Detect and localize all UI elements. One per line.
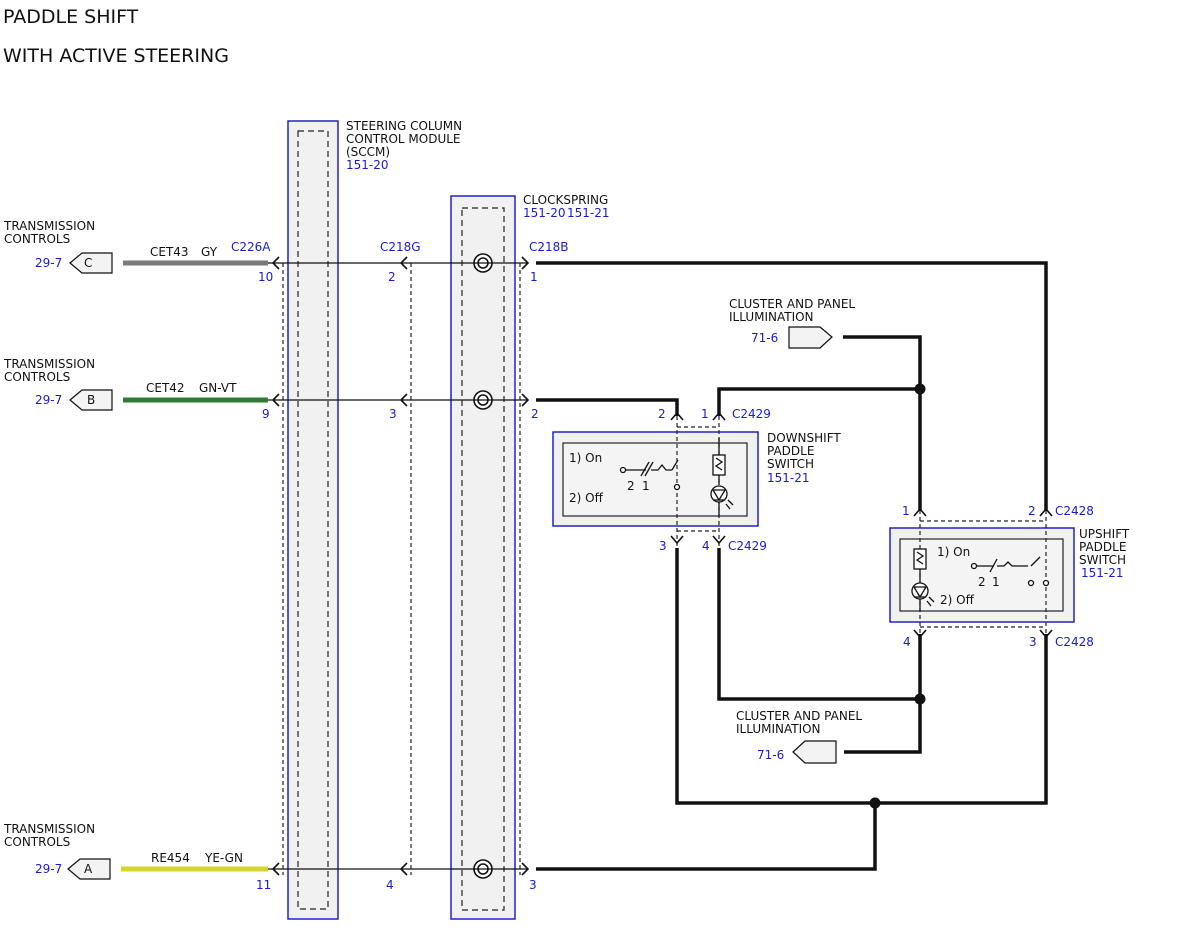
- downshift-state-off: 2) Off: [569, 491, 604, 505]
- c218g-pin-2: 2: [388, 270, 396, 284]
- title-line2: WITH ACTIVE STEERING: [3, 45, 229, 67]
- sccm-module: [282, 120, 412, 920]
- row1-pin-marker-sccm: [271, 256, 280, 270]
- tc-b-pin: B: [87, 393, 95, 407]
- sccm-name-line2: CONTROL MODULE: [346, 132, 461, 146]
- c218g-pin-3: 3: [389, 407, 397, 421]
- downshift-sw-pin2: 2: [627, 479, 635, 493]
- illum-bottom-ref[interactable]: 71-6: [757, 748, 784, 762]
- c218g-pin-4: 4: [386, 878, 394, 892]
- downshift-pin-4: 4: [702, 539, 710, 553]
- c218b-pin-3: 3: [529, 878, 537, 892]
- tc-a-label-line2: CONTROLS: [4, 835, 70, 849]
- upshift-connector-top: C2428: [1055, 504, 1094, 518]
- row3-pin-marker-c218g: [399, 862, 408, 876]
- tc-c-circuit: CET43: [150, 245, 189, 259]
- illum-bottom-line1: CLUSTER AND PANEL: [736, 709, 862, 723]
- tc-a-pin-no: 11: [256, 878, 271, 892]
- tc-c-pin: C: [84, 256, 92, 270]
- tc-b-color: GN-VT: [199, 381, 237, 395]
- upshift-pin-1: 1: [902, 504, 910, 518]
- upshift-name-line2: PADDLE: [1079, 540, 1126, 554]
- tc-b-ref[interactable]: 29-7: [35, 393, 62, 407]
- row2-pin-marker-c218g: [399, 393, 408, 407]
- c218b-label: C218B: [529, 240, 569, 254]
- upshift-name-line1: UPSHIFT: [1079, 527, 1130, 541]
- clockspring-name: CLOCKSPRING: [523, 193, 608, 207]
- illum-top-line2: ILLUMINATION: [729, 310, 814, 324]
- tc-c-color: GY: [201, 245, 218, 259]
- tc-a-ref[interactable]: 29-7: [35, 862, 62, 876]
- upshift-ref[interactable]: 151-21: [1081, 566, 1124, 580]
- c218b-pin-1: 1: [530, 270, 538, 284]
- downshift-connector-top: C2429: [732, 407, 771, 421]
- upshift-sw-pin1: 1: [992, 575, 1000, 589]
- row2-pin-marker-sccm: [271, 393, 280, 407]
- sccm-ref[interactable]: 151-20: [346, 158, 389, 172]
- tc-c-ref[interactable]: 29-7: [35, 256, 62, 270]
- illum-top-ref[interactable]: 71-6: [751, 331, 778, 345]
- upshift-sw-pin2: 2: [978, 575, 986, 589]
- harness-wires: [536, 261, 1048, 871]
- clockspring-ref2[interactable]: 151-21: [567, 206, 610, 220]
- upshift-switch: [889, 507, 1075, 639]
- upshift-state-off: 2) Off: [940, 593, 975, 607]
- tc-c-label-line2: CONTROLS: [4, 232, 70, 246]
- tc-a-connector-tag: [67, 858, 111, 880]
- tc-b-label-line1: TRANSMISSION: [3, 357, 95, 371]
- upshift-pin-3: 3: [1029, 635, 1037, 649]
- upshift-pin-4: 4: [903, 635, 911, 649]
- tc-b-circuit: CET42: [146, 381, 185, 395]
- c218g-label: C218G: [380, 240, 421, 254]
- downshift-name-line1: DOWNSHIFT: [767, 431, 841, 445]
- row2-pin-marker-c218b: [521, 393, 530, 407]
- tc-a-pin: A: [84, 862, 93, 876]
- tc-c-pin-no: 10: [258, 270, 273, 284]
- clockspring-module: [450, 195, 521, 920]
- row1-pin-marker-c218b: [521, 256, 530, 270]
- downshift-ref[interactable]: 151-21: [767, 471, 810, 485]
- sccm-name-line1: STEERING COLUMN: [346, 119, 462, 133]
- downshift-connector-bottom: C2429: [728, 539, 767, 553]
- illum-top-line1: CLUSTER AND PANEL: [729, 297, 855, 311]
- tc-a-circuit: RE454: [151, 851, 190, 865]
- tc-c-connector-tag: [69, 252, 113, 274]
- illum-bottom-line2: ILLUMINATION: [736, 722, 821, 736]
- tc-a-color: YE-GN: [204, 851, 243, 865]
- downshift-pin-2: 2: [658, 407, 666, 421]
- row3-pin-marker-sccm: [271, 862, 280, 876]
- downshift-pin-3: 3: [659, 539, 667, 553]
- downshift-name-line2: PADDLE: [767, 444, 814, 458]
- tc-b-pin-no: 9: [262, 407, 270, 421]
- tc-a-label-line1: TRANSMISSION: [3, 822, 95, 836]
- sccm-name-line3: (SCCM): [346, 145, 390, 159]
- upshift-connector-bottom: C2428: [1055, 635, 1094, 649]
- title-line1: PADDLE SHIFT: [3, 6, 139, 28]
- upshift-pin-2: 2: [1028, 504, 1036, 518]
- downshift-name-line3: SWITCH: [767, 457, 814, 471]
- downshift-pin-1: 1: [701, 407, 709, 421]
- tc-b-connector-tag: [69, 389, 113, 411]
- downshift-sw-pin1: 1: [642, 479, 650, 493]
- upshift-name-line3: SWITCH: [1079, 553, 1126, 567]
- tc-c-connector: C226A: [231, 240, 271, 254]
- upshift-state-on: 1) On: [937, 545, 970, 559]
- illum-bottom-connector-tag: [792, 740, 837, 764]
- row3-pin-marker-c218b: [521, 862, 530, 876]
- tc-c-label-line1: TRANSMISSION: [3, 219, 95, 233]
- downshift-switch: [552, 411, 759, 548]
- tc-b-label-line2: CONTROLS: [4, 370, 70, 384]
- clockspring-ref1[interactable]: 151-20: [523, 206, 566, 220]
- downshift-state-on: 1) On: [569, 451, 602, 465]
- illum-top-connector-tag: [788, 326, 833, 349]
- c218b-pin-2: 2: [531, 407, 539, 421]
- row1-pin-marker-c218g: [399, 256, 408, 270]
